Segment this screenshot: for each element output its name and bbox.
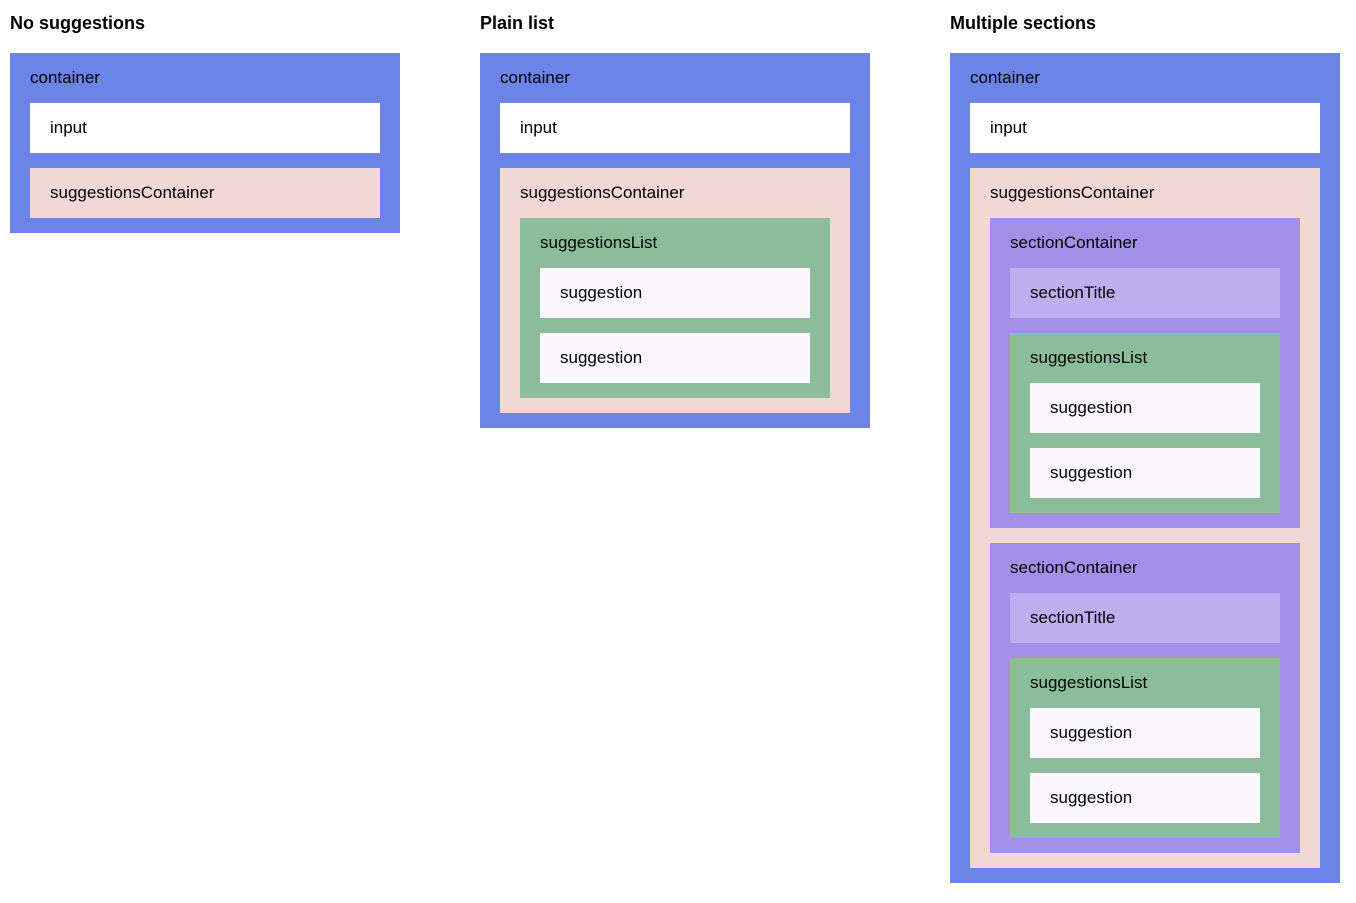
suggestions-list-box: suggestionsList suggestion suggestion (520, 218, 830, 398)
suggestions-container-label: suggestionsContainer (990, 183, 1155, 202)
input-label: input (990, 118, 1027, 137)
suggestions-container-box: suggestionsContainer sectionContainer se… (970, 168, 1320, 868)
section-container-label: sectionContainer (1010, 233, 1138, 252)
section-container-label: sectionContainer (1010, 558, 1138, 577)
suggestion-label: suggestion (560, 348, 643, 367)
section-title-label: sectionTitle (1030, 283, 1116, 302)
suggestion-label: suggestion (1050, 398, 1133, 417)
suggestion-label: suggestion (1050, 723, 1133, 742)
suggestions-list-label: suggestionsList (1030, 673, 1148, 692)
suggestion-box[interactable]: suggestion (1030, 448, 1260, 498)
container-label: container (500, 68, 570, 87)
suggestions-container-box: suggestionsContainer (30, 168, 380, 218)
column-plain-list: Plain list container input suggestionsCo… (480, 10, 870, 428)
container-label: container (30, 68, 100, 87)
column-title: Multiple sections (950, 13, 1097, 33)
suggestion-box[interactable]: suggestion (540, 268, 810, 318)
input-label: input (50, 118, 87, 137)
section-title-box: sectionTitle (1010, 593, 1280, 643)
suggestions-list-box: suggestionsList suggestion suggestion (1010, 333, 1280, 513)
suggestions-list-label: suggestionsList (1030, 348, 1148, 367)
section-container-box: sectionContainer sectionTitle suggestion… (990, 218, 1300, 528)
suggestions-list-box: suggestionsList suggestion suggestion (1010, 658, 1280, 838)
section-title-box: sectionTitle (1010, 268, 1280, 318)
suggestion-box[interactable]: suggestion (1030, 383, 1260, 433)
container-label: container (970, 68, 1040, 87)
suggestions-container-box: suggestionsContainer suggestionsList sug… (500, 168, 850, 413)
input-box[interactable]: input (970, 103, 1320, 153)
column-multiple-sections: Multiple sections container input sugges… (950, 10, 1340, 883)
suggestion-label: suggestion (560, 283, 643, 302)
suggestion-box[interactable]: suggestion (1030, 773, 1260, 823)
suggestions-container-label: suggestionsContainer (520, 183, 685, 202)
suggestion-label: suggestion (1050, 463, 1133, 482)
suggestion-box[interactable]: suggestion (1030, 708, 1260, 758)
suggestion-box[interactable]: suggestion (540, 333, 810, 383)
column-title: Plain list (480, 13, 555, 33)
section-container-box: sectionContainer sectionTitle suggestion… (990, 543, 1300, 853)
suggestions-container-label: suggestionsContainer (50, 183, 215, 202)
container-box: container input suggestionsContainer sec… (950, 53, 1340, 883)
container-box: container input suggestionsContainer sug… (480, 53, 870, 428)
input-box[interactable]: input (30, 103, 380, 153)
column-no-suggestions: No suggestions container input suggestio… (10, 10, 400, 233)
container-box: container input suggestionsContainer (10, 53, 400, 233)
section-title-label: sectionTitle (1030, 608, 1116, 627)
input-label: input (520, 118, 557, 137)
suggestion-label: suggestion (1050, 788, 1133, 807)
column-title: No suggestions (10, 13, 146, 33)
suggestions-list-label: suggestionsList (540, 233, 658, 252)
theme-spec-columns: No suggestions container input suggestio… (10, 10, 1356, 883)
input-box[interactable]: input (500, 103, 850, 153)
